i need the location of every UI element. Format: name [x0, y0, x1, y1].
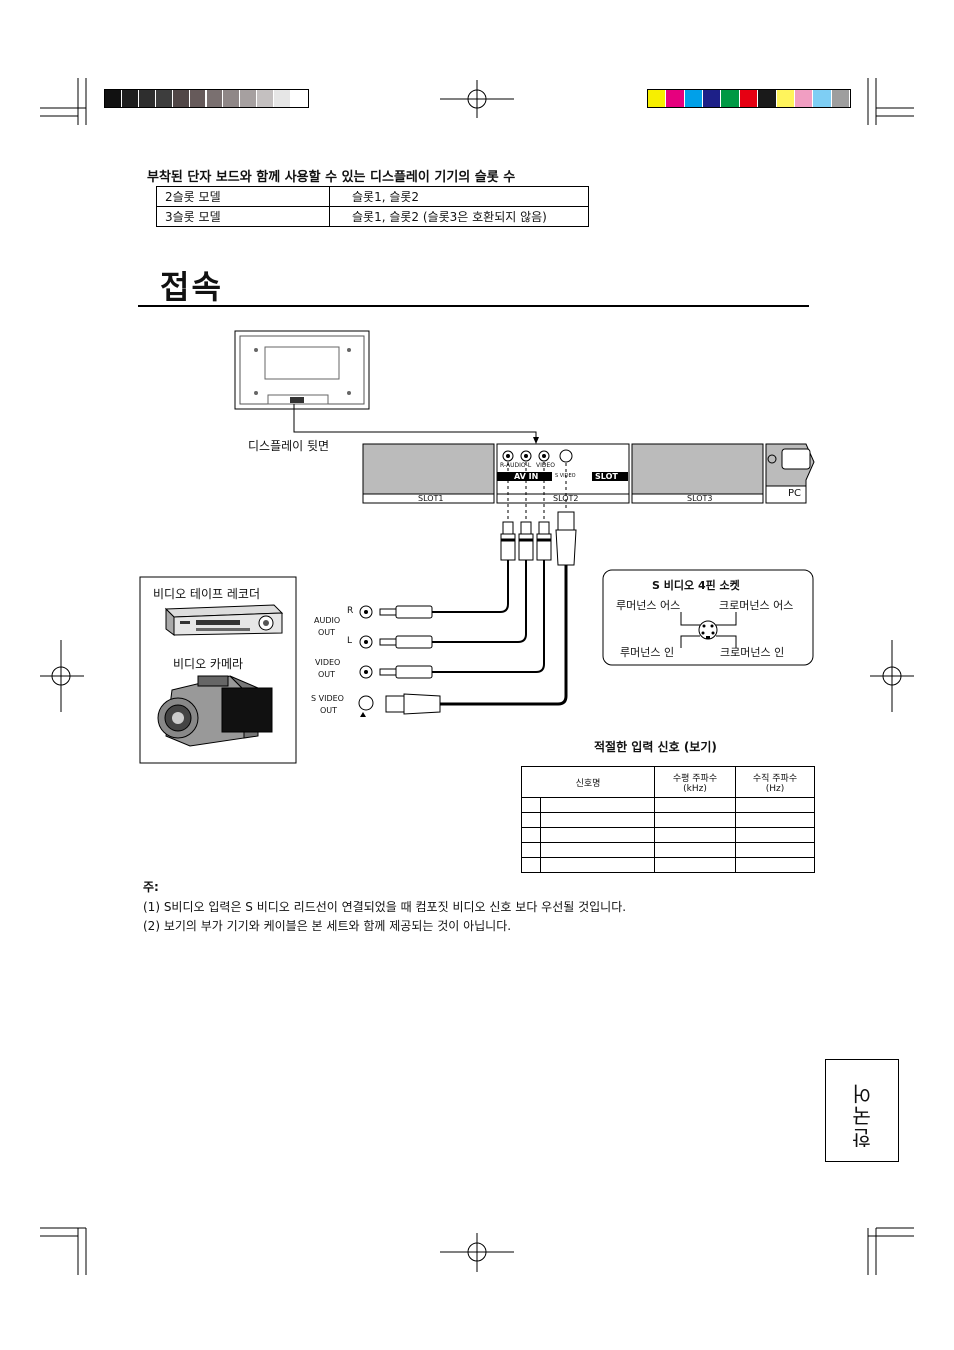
- color-swatch: [172, 90, 189, 107]
- color-swatch: [831, 90, 849, 107]
- jack-label-s-video: S VIDEO: [555, 473, 576, 479]
- color-swatch: [666, 90, 684, 107]
- color-swatch: [703, 90, 721, 107]
- color-swatch: [155, 90, 172, 107]
- gray-color-bar: [104, 89, 309, 108]
- jack-label-video: VIDEO: [536, 462, 556, 469]
- note-item-2: (2) 보기의 부가 기기와 케이블은 본 세트와 함께 제공되는 것이 아닙니…: [143, 919, 512, 933]
- notes-label: 주:: [143, 880, 159, 894]
- page-title: 접속: [160, 268, 223, 306]
- out-r-label: R: [347, 606, 354, 616]
- process-color-bar: [647, 89, 851, 108]
- color-swatch: [223, 90, 240, 107]
- color-swatch: [758, 90, 776, 107]
- out-l-label: L: [347, 636, 353, 646]
- color-swatch: [257, 90, 274, 107]
- display-back-illustration: [234, 330, 370, 410]
- slot2-label: SLOT2: [553, 494, 579, 503]
- color-swatch: [794, 90, 813, 107]
- color-swatch: [138, 90, 155, 107]
- table-row: 2슬롯 모델 슬롯1, 슬롯2: [156, 186, 589, 207]
- table-row: [521, 857, 815, 873]
- color-swatch: [189, 90, 206, 107]
- color-swatch: [274, 90, 291, 107]
- model-cell: 3슬롯 모델: [156, 206, 330, 227]
- table-row: [521, 827, 815, 843]
- vcr-label: 비디오 테이프 레코더: [153, 587, 260, 601]
- signal-section-title: 적절한 입력 신호 (보기): [594, 740, 717, 754]
- color-swatch: [776, 90, 794, 107]
- language-tab-label: 한국어: [851, 1082, 875, 1148]
- video-out-label: VIDEO: [315, 658, 341, 667]
- vcr-illustration: [164, 604, 284, 636]
- chrominance-in-label: 크로머넌스 인: [720, 646, 785, 659]
- color-swatch: [121, 90, 138, 107]
- slot-tag: SLOT: [595, 472, 618, 481]
- svideo-out-label-2: OUT: [320, 706, 338, 715]
- title-rule: [138, 305, 809, 307]
- slot1-label: SLOT1: [418, 494, 444, 503]
- camcorder-illustration: [157, 675, 273, 747]
- luminance-in-label: 루머넌스 인: [620, 646, 675, 659]
- color-swatch: [240, 90, 257, 107]
- signal-table: 신호명 수평 주파수(kHz) 수직 주파수(Hz): [521, 766, 815, 873]
- slots-cell: 슬롯1, 슬롯2: [329, 186, 589, 207]
- slot-table: 2슬롯 모델 슬롯1, 슬롯2 3슬롯 모델 슬롯1, 슬롯2 (슬롯3은 호환…: [156, 186, 589, 227]
- video-out-label-2: OUT: [318, 670, 336, 679]
- note-item-1: (1) S비디오 입력은 S 비디오 리드선이 연결되었을 때 컴포짓 비디오 …: [143, 900, 627, 914]
- table-row: [521, 842, 815, 858]
- language-tab: 한국어: [825, 1059, 899, 1162]
- color-swatch: [721, 90, 739, 107]
- jack-label-audio: R-AUDIO-L: [500, 462, 532, 469]
- color-swatch: [813, 90, 831, 107]
- slot3-label: SLOT3: [687, 494, 713, 503]
- table-header-row: 신호명 수평 주파수(kHz) 수직 주파수(Hz): [521, 766, 815, 798]
- audio-out-label: AUDIO: [314, 616, 341, 625]
- display-back-label: 디스플레이 뒷면: [248, 439, 330, 453]
- color-swatch: [105, 90, 121, 107]
- color-swatch: [648, 90, 666, 107]
- color-swatch: [739, 90, 758, 107]
- slots-cell: 슬롯1, 슬롯2 (슬롯3은 호환되지 않음): [329, 206, 589, 227]
- table-row: [521, 797, 815, 813]
- pc-label: PC: [788, 488, 802, 499]
- col-signal-name: 신호명: [521, 766, 655, 798]
- color-swatch: [291, 90, 307, 107]
- col-vertical-freq: 수직 주파수(Hz): [735, 766, 815, 798]
- av-in-label: AV IN: [514, 472, 539, 481]
- camera-label: 비디오 카메라: [173, 657, 244, 671]
- slot-section-title: 부착된 단자 보드와 함께 사용할 수 있는 디스플레이 기기의 슬롯 수: [147, 170, 516, 185]
- chrominance-ground-label: 크로머넌스 어스: [719, 599, 794, 612]
- table-row: [521, 812, 815, 828]
- luminance-ground-label: 루머넌스 어스: [616, 599, 681, 612]
- color-swatch: [206, 90, 223, 107]
- col-horizontal-freq: 수평 주파수(kHz): [654, 766, 736, 798]
- socket-title: S 비디오 4핀 소켓: [652, 579, 740, 592]
- color-swatch: [684, 90, 703, 107]
- svideo-out-label: S VIDEO: [311, 694, 344, 703]
- audio-out-label-2: OUT: [318, 628, 336, 637]
- table-row: 3슬롯 모델 슬롯1, 슬롯2 (슬롯3은 호환되지 않음): [156, 206, 589, 227]
